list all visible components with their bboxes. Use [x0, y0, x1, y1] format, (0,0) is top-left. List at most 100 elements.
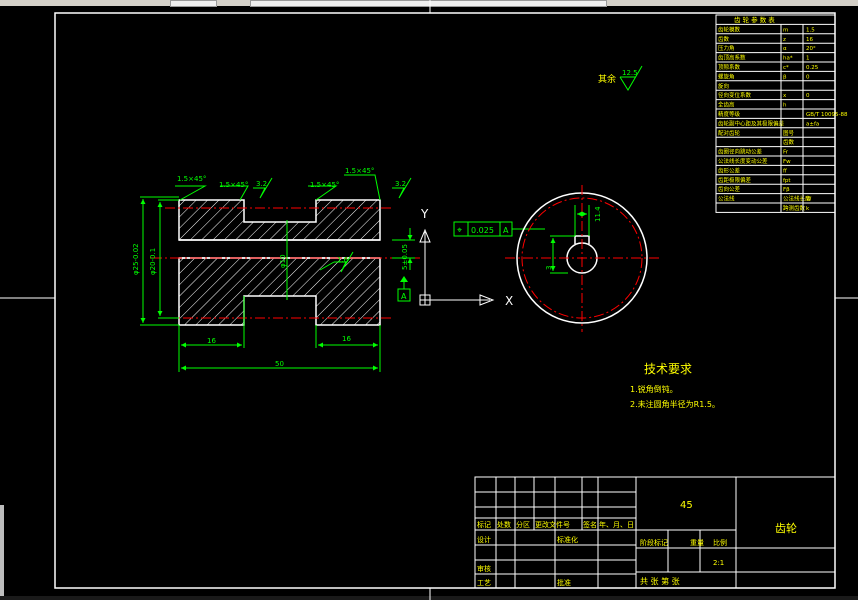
datum-a-symbol: A — [397, 276, 411, 302]
tooth-len-left-label: 16 — [207, 337, 216, 345]
axis-x-label: X — [505, 294, 513, 308]
param-cell: 径向变位系数 — [718, 91, 752, 99]
param-cell: 齿圈径向跳动公差 — [718, 148, 763, 156]
chamfer-mid-right-label: 1.5×45° — [310, 181, 339, 189]
param-cell: Fr — [783, 150, 789, 156]
part-name-label: 齿轮 — [775, 521, 797, 535]
tb-review: 审核 — [477, 564, 491, 573]
param-cell: 精度等级 — [718, 110, 741, 118]
tooth-len-right-label: 16 — [342, 335, 351, 343]
param-cell: 图号 — [783, 129, 795, 137]
param-cell: a±fa — [806, 121, 819, 127]
chamfer-right-label: 1.5×45° — [345, 167, 374, 175]
gear-end-view — [505, 185, 660, 332]
param-cell: Fw — [783, 159, 791, 165]
tb-label-date: 年、月、日 — [599, 520, 634, 529]
tb-scale-label: 比例 — [713, 538, 727, 547]
ucs-icon — [419, 228, 495, 306]
other-roughness-value: 12.5 — [622, 69, 638, 77]
gear-section-view — [150, 199, 420, 326]
param-cell: 20° — [806, 46, 816, 52]
tolerance-frame: ⌖ 0.025 A — [453, 221, 545, 237]
side-view-dim-text: 1.5×45° 1.5×45° 1.5×45° 1.5×45° 3.2 3.2 … — [132, 167, 409, 368]
param-cell: 齿轮模数 — [718, 25, 741, 33]
bore-dia-label: φ10 — [279, 254, 287, 268]
param-cell: 齿数 — [783, 138, 795, 146]
param-cell: k — [806, 206, 810, 212]
param-cell: 配对齿轮 — [718, 129, 741, 137]
tolerance-datum: A — [503, 226, 509, 235]
roughness-a-label: 3.2 — [256, 180, 267, 188]
tb-stage-mark: 阶段标记 — [640, 538, 668, 547]
param-cell: 全齿高 — [718, 101, 735, 109]
outer-dia-label: φ25-0.02 — [132, 243, 140, 275]
param-cell: 0 — [806, 93, 810, 99]
param-cell: 顶隙系数 — [718, 63, 741, 71]
param-cell: 齿距极限偏差 — [718, 176, 752, 184]
window-tab-1[interactable] — [170, 0, 217, 7]
param-cell: ha* — [783, 56, 793, 62]
param-cell: GB/T 10095-88 — [806, 112, 848, 118]
param-cell: 齿形公差 — [718, 166, 741, 174]
side-view-dimensions — [140, 174, 415, 372]
param-table-header: 齿 轮 参 数 表 — [734, 15, 775, 24]
param-cell: z — [783, 37, 786, 43]
param-cell: m — [783, 27, 788, 33]
tb-scale-value: 2:1 — [713, 559, 724, 567]
param-cell: α — [783, 46, 787, 52]
tb-process: 工艺 — [477, 579, 491, 587]
param-cell: ff — [783, 168, 787, 174]
chamfer-left-label: 1.5×45° — [177, 175, 206, 183]
title-block-text: 45 齿轮 标记 处数 分区 更改文件号 签名 年、月、日 设计 标准化 阶段标… — [477, 500, 797, 587]
param-cell: 跨测齿数 — [783, 204, 806, 212]
keyway-dim-side-label: 5±0.05 — [401, 244, 409, 270]
param-cell: x — [783, 93, 787, 99]
param-cell: 齿向公差 — [718, 185, 741, 193]
tb-standard: 标准化 — [557, 535, 578, 544]
roughness-b-label: 3.2 — [395, 180, 406, 188]
param-cell: β — [783, 74, 787, 80]
inner-dia-label: φ20-0.1 — [149, 248, 157, 275]
title-block — [474, 476, 836, 589]
tolerance-value: 0.025 — [471, 226, 494, 235]
param-cell: h — [783, 103, 787, 109]
tb-design: 设计 — [477, 535, 491, 544]
datum-label: A — [401, 292, 407, 301]
keyway-depth-label: 3 — [545, 266, 553, 270]
param-cell: 压力角 — [718, 44, 735, 52]
param-cell: Fβ — [783, 187, 790, 193]
tb-label-zone: 分区 — [516, 520, 530, 529]
total-length-label: 50 — [275, 360, 284, 368]
tb-weight: 重量 — [690, 539, 704, 547]
param-cell: 旋向 — [718, 82, 729, 90]
axis-y-label: Y — [420, 207, 429, 221]
param-cell: 0 — [806, 74, 810, 80]
tb-sheet-info: 共 张 第 张 — [640, 576, 680, 586]
window-left-edge — [0, 505, 4, 600]
tolerance-symbol: ⌖ — [457, 226, 462, 236]
tech-req-title: 技术要求 — [644, 362, 692, 376]
param-cell: 公法线长度变动公差 — [718, 157, 768, 165]
window-tab-2[interactable] — [250, 0, 607, 7]
param-cell: 16 — [806, 37, 813, 43]
param-cell: c* — [783, 65, 789, 71]
roughness-c-label: 1.6 — [337, 256, 349, 264]
param-cell: 齿顶高系数 — [718, 54, 746, 62]
material-label: 45 — [680, 500, 693, 511]
param-cell: 齿轮副中心距及其极限偏差 — [718, 119, 785, 127]
tb-label-mark: 标记 — [477, 520, 491, 529]
tb-approve: 批准 — [557, 578, 571, 587]
tb-label-count: 处数 — [497, 520, 511, 529]
param-cell: W — [806, 197, 812, 203]
tech-req-item-1: 1.锐角倒钝。 — [630, 384, 678, 394]
param-cell: 螺旋角 — [718, 72, 735, 80]
param-cell: 1 — [806, 56, 810, 62]
param-cell: 1.5 — [806, 27, 815, 33]
param-cell: 公法线长度 — [783, 195, 811, 203]
tb-label-sign: 签名 — [583, 520, 597, 529]
param-cell: fpt — [783, 178, 791, 184]
window-top-bar — [0, 0, 858, 7]
